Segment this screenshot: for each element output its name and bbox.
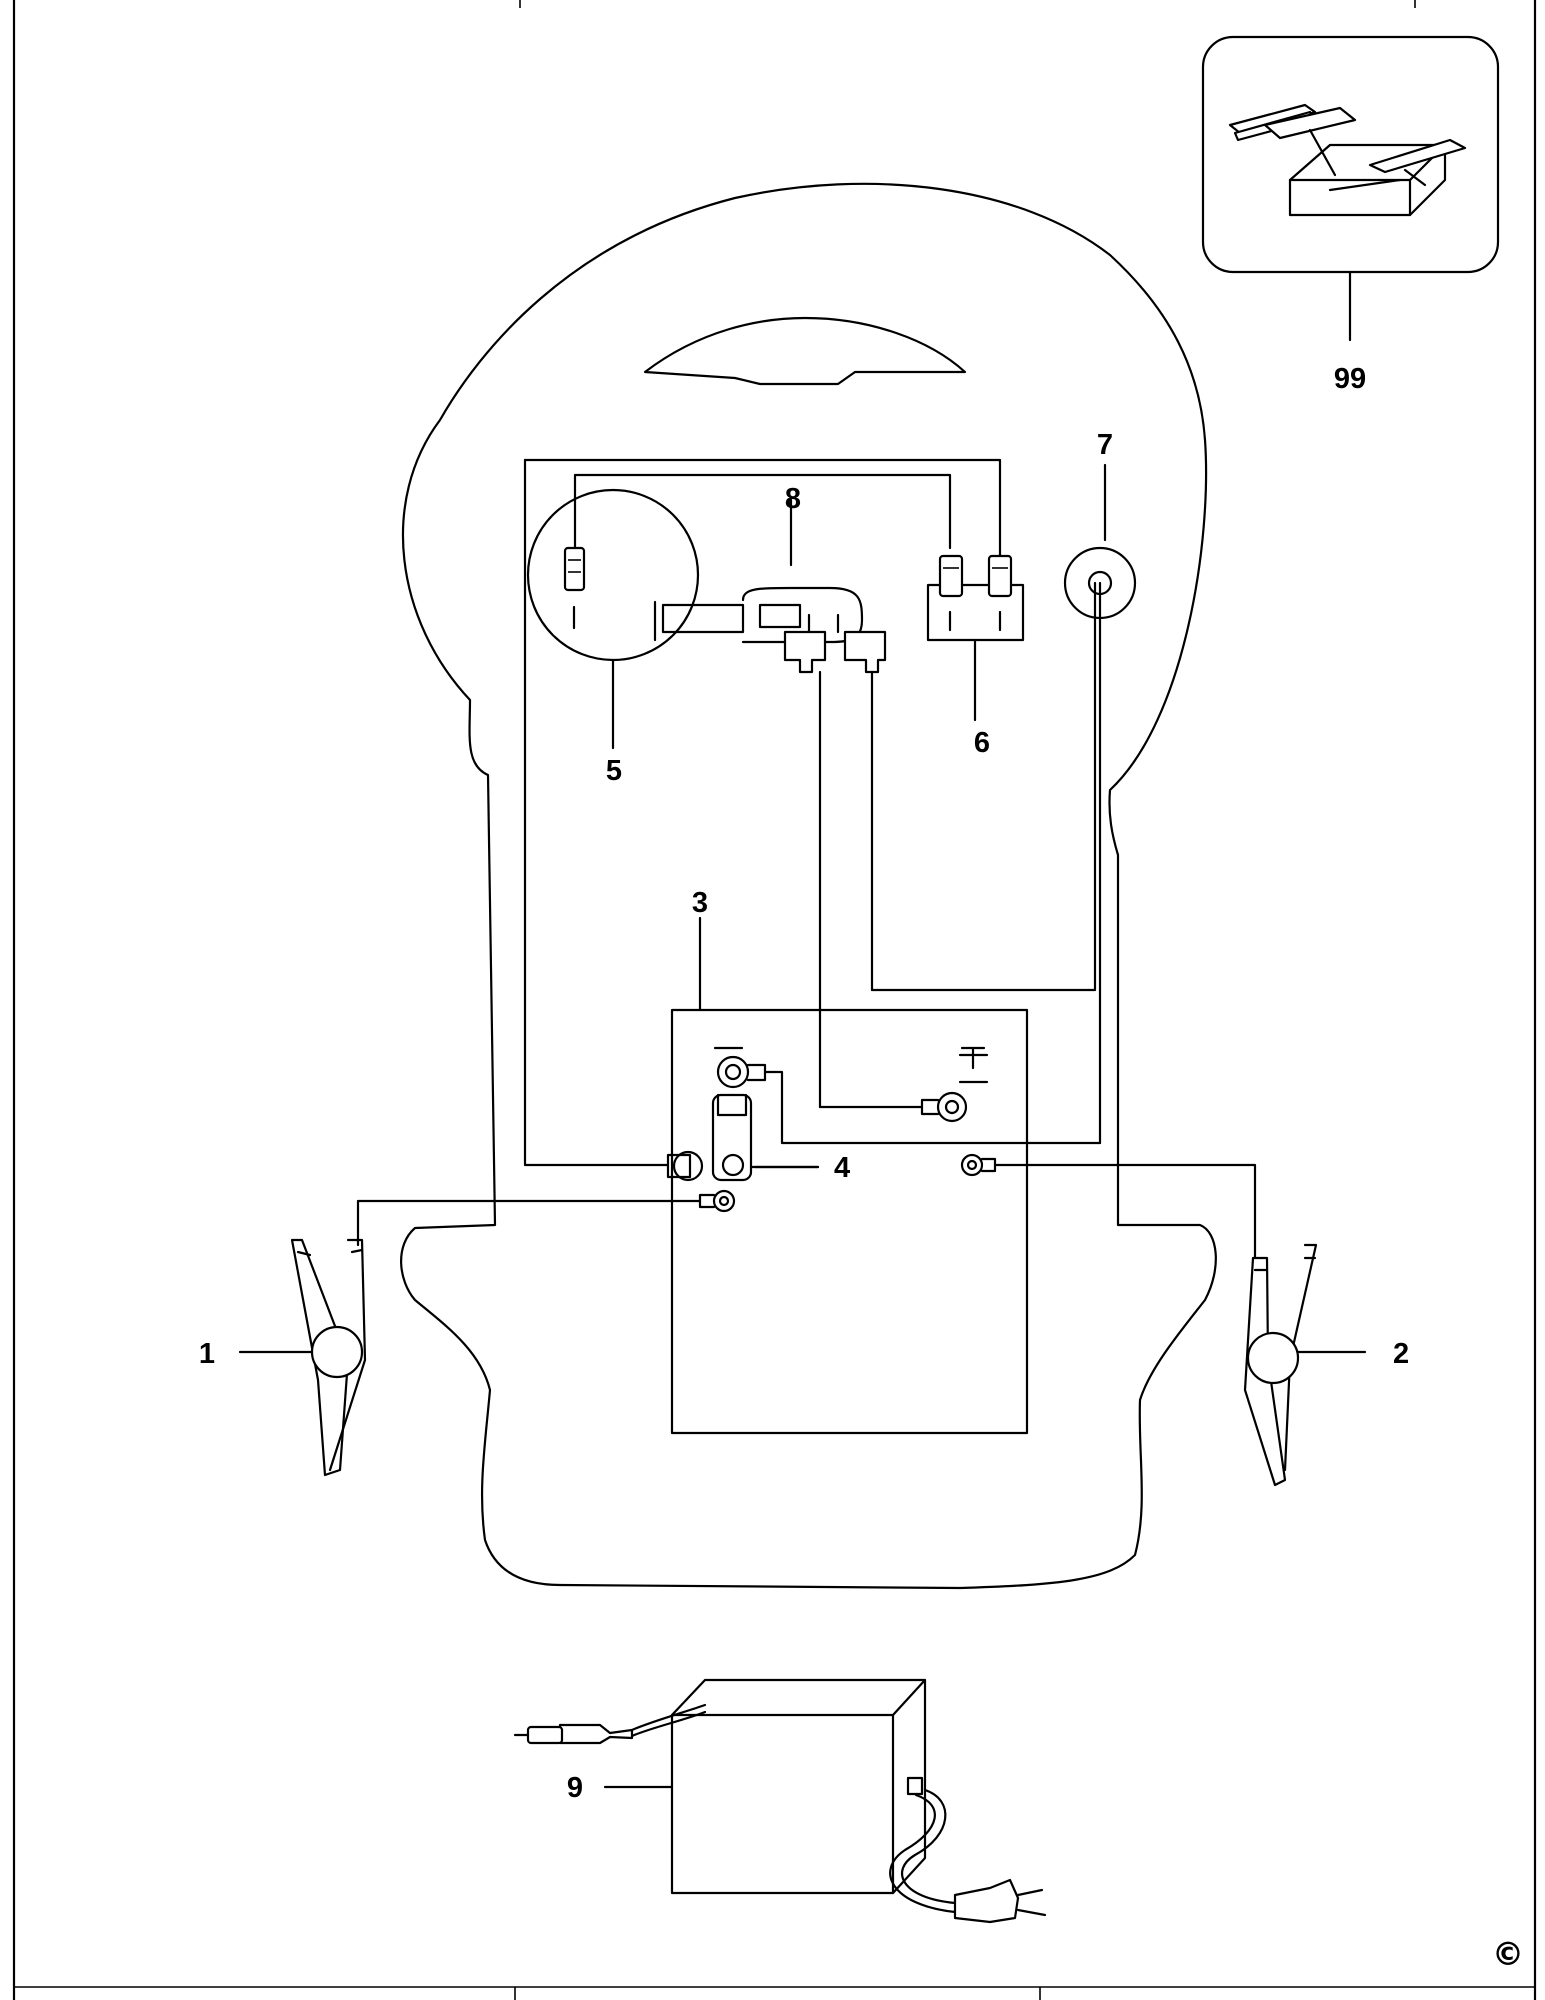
callout-2: 2 — [1393, 1338, 1409, 1370]
callout-6: 6 — [974, 727, 990, 759]
part-99-toolbox — [1201, 35, 1500, 342]
part-6-fuse-block — [926, 554, 1025, 722]
part-1-clamp — [238, 1238, 367, 1477]
callout-4: 4 — [834, 1152, 850, 1184]
part-3-battery — [356, 916, 1257, 1435]
callout-3: 3 — [692, 887, 708, 919]
handle-slot — [643, 316, 967, 386]
callout-99: 99 — [1334, 363, 1366, 395]
part-2-clamp — [1243, 1243, 1367, 1487]
part-9-charger — [513, 1678, 1047, 1924]
part-5-gauge — [526, 473, 952, 750]
callout-labels: 1 2 3 4 5 6 7 8 9 99 — [199, 363, 1409, 1804]
toolbox-icon — [1228, 103, 1467, 217]
callout-8: 8 — [785, 483, 801, 515]
jump-starter-housing — [400, 182, 1217, 1590]
callout-9: 9 — [567, 1772, 583, 1804]
callout-5: 5 — [606, 755, 622, 787]
callout-7: 7 — [1097, 429, 1113, 461]
part-7-socket — [870, 463, 1137, 1145]
part-8-switch — [653, 498, 887, 1109]
copyright-mark: © — [1492, 1935, 1524, 1973]
page-frame — [12, 0, 1537, 2000]
callout-1: 1 — [199, 1338, 215, 1370]
